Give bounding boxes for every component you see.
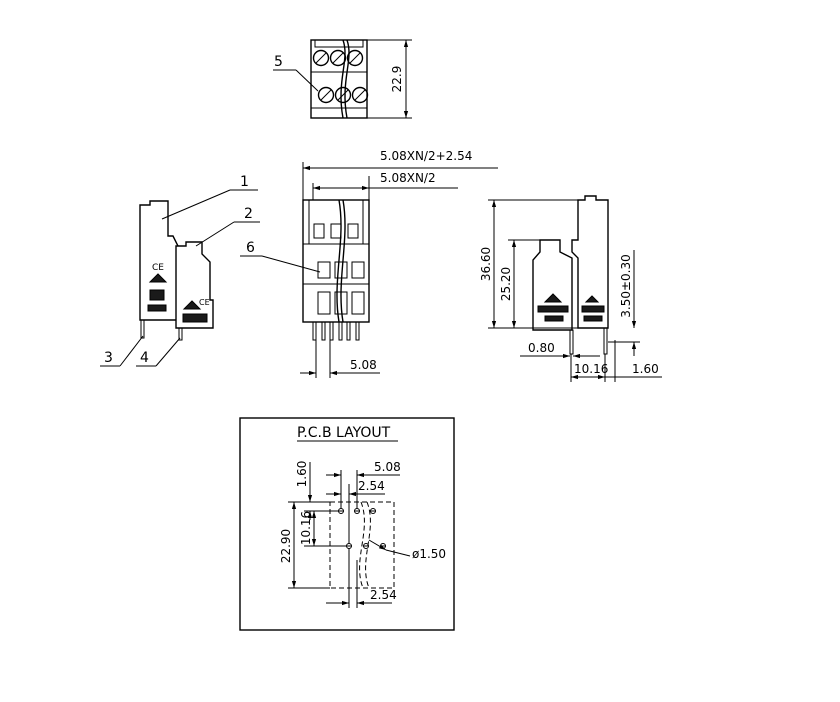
dim-pin-dia: 0.80 xyxy=(528,341,555,355)
callout-6: 6 xyxy=(246,240,255,256)
dim-pin-edge: 1.60 xyxy=(632,362,659,376)
pcb-layout: P.C.B LAYOUT 5.08 2.54 1.60 xyxy=(239,417,455,631)
dim-height-total: 36.60 xyxy=(479,247,493,281)
pcb-frame xyxy=(239,417,455,631)
left-side-view: CE CE 1 2 3 4 xyxy=(100,174,260,367)
pcb-dim-1016: 10.16 xyxy=(299,511,313,545)
top-view: 22.9 5 xyxy=(273,39,412,119)
pcb-dim-508: 5.08 xyxy=(374,460,401,474)
pcb-dim-160: 1.60 xyxy=(295,461,309,488)
pcb-dim-254-top: 2.54 xyxy=(358,479,385,493)
dim-height-body: 25.20 xyxy=(499,267,513,301)
ce-mark-rear: CE xyxy=(152,263,164,273)
pcb-outline xyxy=(329,501,395,589)
pcb-dim-2290: 22.90 xyxy=(279,529,293,563)
callout-5: 5 xyxy=(274,54,283,70)
ce-mark-front: CE xyxy=(199,298,210,307)
dim-pin-offset: 3.50±0.30 xyxy=(619,254,633,318)
pcb-dim-254-bottom: 2.54 xyxy=(370,588,397,602)
upper-screw-row xyxy=(312,49,364,67)
lower-screw-row xyxy=(317,86,369,104)
pcb-hole-dia: ø1.50 xyxy=(412,547,446,561)
front-view: 5.08XN/2+2.54 5.08XN/2 xyxy=(240,149,498,378)
callout-3: 3 xyxy=(104,350,113,366)
dim-top-height: 22.9 xyxy=(390,66,404,93)
dim-pitch-total: 5.08XN/2+2.54 xyxy=(380,149,472,163)
pcb-title: P.C.B LAYOUT xyxy=(297,425,391,441)
callout-2: 2 xyxy=(244,206,253,222)
right-side-view: 36.60 25.20 3.50±0.30 0.80 10.16 1.60 xyxy=(479,195,662,382)
callout-1: 1 xyxy=(240,174,249,190)
dim-pitch-half: 5.08XN/2 xyxy=(380,171,436,185)
callout-4: 4 xyxy=(140,350,149,366)
dim-pin-spacing: 10.16 xyxy=(574,362,608,376)
dim-front-pitch: 5.08 xyxy=(350,358,377,372)
